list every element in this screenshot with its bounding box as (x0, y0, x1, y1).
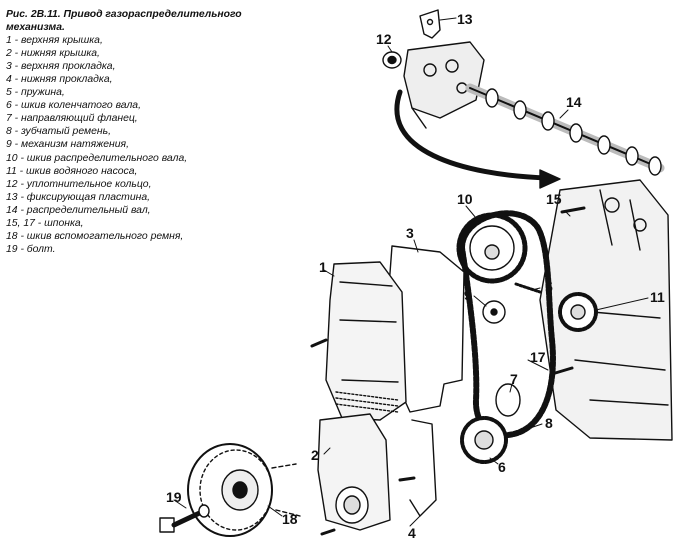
callout-14: 14 (566, 94, 582, 110)
key-15 (560, 206, 586, 214)
guide-flange (495, 383, 521, 417)
figure-caption: Рис. 2В.11. Привод газораспределительног… (6, 8, 306, 256)
retaining-plate (419, 9, 441, 39)
legend-item: 12 - уплотнительное кольцо, (6, 178, 152, 190)
seal-ring (382, 51, 402, 69)
spring (514, 282, 542, 294)
lower-cover (317, 413, 391, 531)
legend-item: 6 - шкив коленчатого вала, (6, 100, 141, 112)
callout-5: 5 (545, 279, 553, 295)
camshaft-pulley (456, 212, 528, 284)
legend-item: 4 - нижняя прокладка, (6, 74, 113, 86)
callout-13: 13 (457, 11, 473, 27)
legend-item: 5 - пружина, (6, 87, 65, 99)
legend-item: 14 - распределительный вал, (6, 204, 151, 216)
callout-17: 17 (530, 349, 546, 365)
callout-leaders (173, 17, 649, 527)
callout-11: 11 (650, 289, 665, 305)
upper-cover (325, 261, 407, 421)
legend-item: 8 - зубчатый ремень, (6, 126, 111, 138)
callout-7: 7 (510, 371, 518, 387)
callout-2: 2 (311, 447, 319, 463)
callout-3: 3 (406, 225, 414, 241)
caption-title-line1: Рис. 2В.11. Привод газораспределительног… (6, 9, 242, 20)
assembly-arrow (394, 89, 561, 189)
callout-6: 6 (498, 459, 506, 475)
callout-18: 18 (282, 511, 298, 527)
legend-item: 7 - направляющий фланец, (6, 113, 138, 125)
legend-item: 2 - нижняя крышка, (6, 48, 100, 60)
engine-block (539, 179, 673, 441)
camshaft (465, 83, 665, 176)
legend-item: 19 - болт. (6, 243, 56, 255)
callout-15: 15 (546, 191, 562, 207)
legend-item: 10 - шкив распределительного вала, (6, 152, 188, 164)
water-pump-pulley (558, 292, 598, 332)
toothed-belt (459, 210, 556, 439)
legend-item: 18 - шкив вспомогательного ремня, (6, 230, 184, 242)
callout-10: 10 (457, 191, 473, 207)
crankshaft-pulley (460, 416, 508, 464)
key-17 (550, 366, 574, 376)
legend-item: 11 - шкив водяного насоса, (6, 165, 138, 177)
callout-9: 9 (464, 287, 472, 303)
cylinder-head-fragment (403, 41, 485, 129)
caption-title-line2: механизма. (6, 22, 65, 34)
cover-bolts (310, 338, 416, 536)
pulley-bolt (159, 504, 210, 533)
legend-item: 9 - механизм натяжения, (6, 139, 129, 151)
callout-19: 19 (166, 489, 182, 505)
lower-gasket (409, 419, 437, 517)
legend-item: 3 - верхняя прокладка, (6, 61, 116, 73)
tensioner (482, 300, 506, 324)
callout-8: 8 (545, 415, 553, 431)
callout-1: 1 (319, 259, 327, 275)
legend-item: 1 - верхняя крышка, (6, 35, 103, 47)
legend-item: 15, 17 - шпонка, (6, 217, 84, 229)
callout-12: 12 (376, 31, 392, 47)
legend-item: 13 - фиксирующая пластина, (6, 191, 151, 203)
callout-4: 4 (408, 525, 416, 541)
